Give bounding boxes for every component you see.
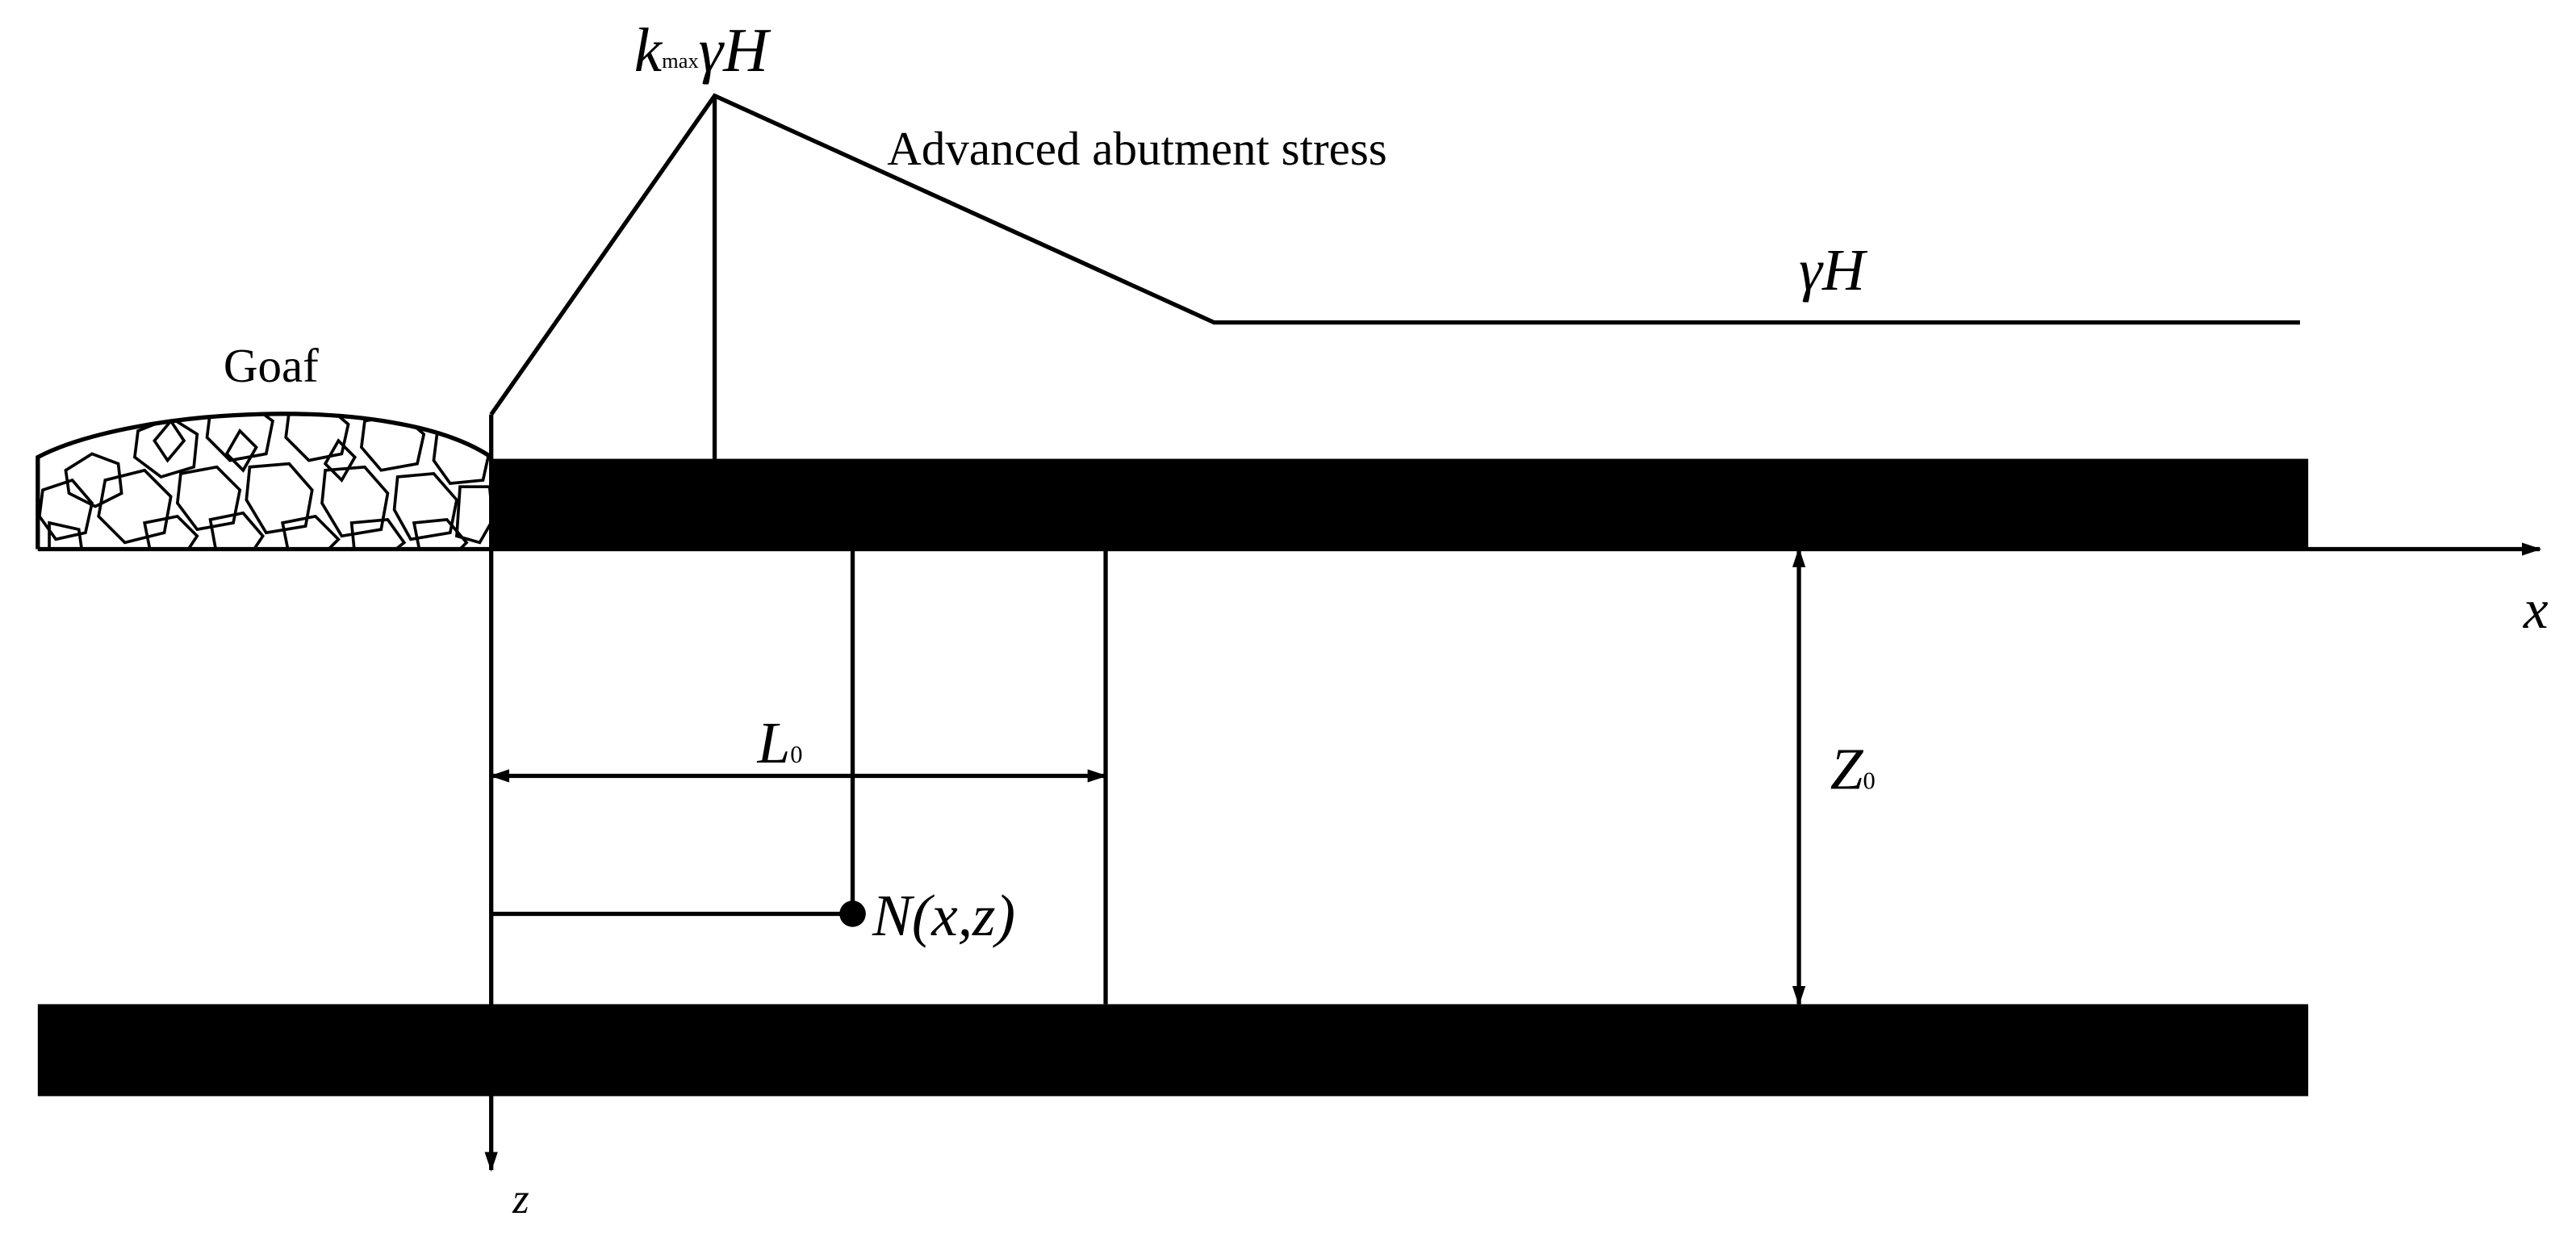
goaf-label: Goaf — [224, 339, 319, 392]
goaf-rubble — [36, 412, 493, 550]
upper-stratum — [491, 458, 2309, 551]
lower-stratum — [37, 1004, 2309, 1097]
peak-stress-label: kmaxγH — [634, 15, 772, 85]
advanced-abutment-stress-label: Advanced abutment stress — [887, 122, 1387, 175]
point-n-label: N(x,z) — [872, 883, 1015, 948]
abutment-stress-curve — [489, 93, 2300, 416]
original-stress-label: γH — [1799, 237, 1868, 303]
point-n-marker — [839, 901, 866, 927]
z-axis-label: z — [512, 1176, 529, 1223]
l0-label: L0 — [756, 710, 802, 775]
x-axis-label: x — [2523, 578, 2549, 640]
z0-label: Z0 — [1830, 737, 1876, 802]
